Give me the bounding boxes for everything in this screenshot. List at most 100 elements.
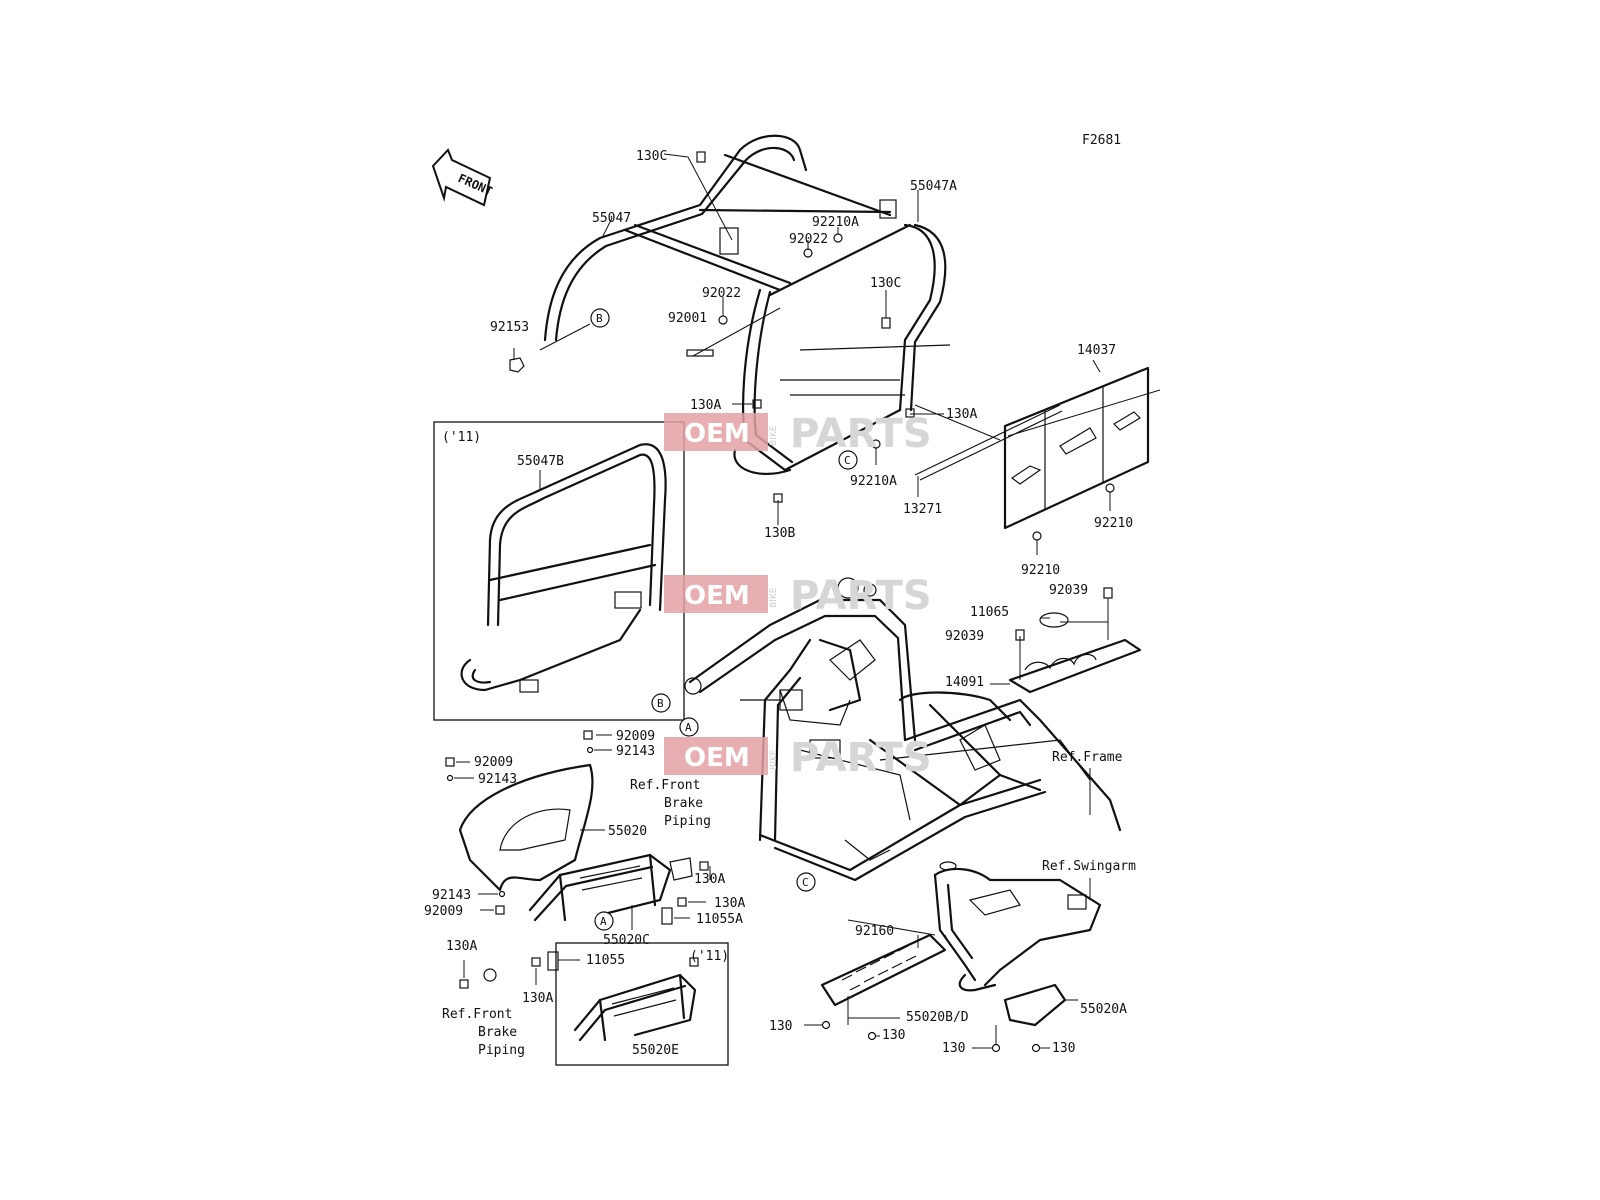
label-130b: 130B (764, 526, 795, 541)
svg-text:A: A (685, 721, 692, 734)
front-guard-variant (573, 957, 699, 1042)
svg-text:BIKE: BIKE (769, 749, 779, 770)
label-92022-b: 92022 (702, 286, 741, 301)
label-92153: 92153 (490, 320, 529, 335)
label-92022-a: 92022 (789, 232, 828, 247)
label-55020a: 55020A (1080, 1002, 1127, 1017)
svg-text:B: B (657, 697, 664, 710)
label-14037: 14037 (1077, 343, 1116, 358)
callout-c-frame: C (796, 872, 816, 892)
variant-box-1-label: ('11) (442, 430, 481, 445)
label-130c-mid: 130C (870, 276, 901, 291)
svg-text:C: C (844, 454, 851, 467)
fasteners-front (445, 730, 711, 989)
leader-lines-mid (732, 359, 1111, 555)
label-ref-front-brake-1-line1: Ref.Front (630, 778, 700, 793)
label-14091: 14091 (945, 675, 984, 690)
label-92143-a: 92143 (616, 744, 655, 759)
front-arrow-icon: FRONT (431, 148, 495, 207)
svg-text:OEM: OEM (684, 743, 750, 773)
rear-guard-variant (460, 443, 667, 693)
variant-box-55020e (555, 942, 729, 1066)
label-92039-a: 92039 (1049, 583, 1088, 598)
label-55020c: 55020C (603, 933, 650, 948)
label-55020bd: 55020B/D (906, 1010, 969, 1025)
svg-text:A: A (600, 915, 607, 928)
label-ref-front-brake-2-line2: Brake (478, 1025, 517, 1040)
cup-holder-tray (990, 598, 1142, 694)
label-55047a: 55047A (910, 179, 957, 194)
front-guard-55020 (458, 763, 605, 892)
fasteners-mid (752, 399, 1115, 541)
label-92143-c: 92143 (432, 888, 471, 903)
label-92039-b: 92039 (945, 629, 984, 644)
front-guard-55020c (528, 853, 672, 930)
label-ref-front-brake-2-line3: Piping (478, 1043, 525, 1058)
svg-text:OEM: OEM (684, 419, 750, 449)
label-92009-a: 92009 (616, 729, 655, 744)
label-130c-top: 130C (636, 149, 667, 164)
label-13271: 13271 (903, 502, 942, 517)
callout-c-top: C (838, 450, 858, 470)
variant-box-2-label: ('11) (690, 949, 729, 964)
svg-text:OEM: OEM (684, 581, 750, 611)
label-92009-b: 92009 (474, 755, 513, 770)
swingarm (933, 861, 1102, 992)
label-92160: 92160 (855, 924, 894, 939)
label-92210-b: 92210 (1021, 563, 1060, 578)
label-92001: 92001 (668, 311, 707, 326)
label-ref-front-brake-1-line2: Brake (664, 796, 703, 811)
label-92009-c: 92009 (424, 904, 463, 919)
label-130-3: 130 (942, 1041, 965, 1056)
fasteners-lower-right (804, 1020, 1050, 1053)
svg-text:PARTS: PARTS (790, 411, 932, 457)
watermark-3: OEM BIKE PARTS (664, 735, 932, 781)
label-ref-front-brake-2-line1: Ref.Front (442, 1007, 512, 1022)
callout-b-top: B (590, 308, 610, 328)
label-130a-2: 130A (946, 407, 977, 422)
label-92143-b: 92143 (478, 772, 517, 787)
label-130-2: 130 (882, 1028, 905, 1043)
svg-text:B: B (596, 312, 603, 325)
svg-text:BIKE: BIKE (769, 587, 779, 608)
label-130-4: 130 (1052, 1041, 1075, 1056)
svg-text:C: C (802, 876, 809, 889)
label-130a-1: 130A (690, 398, 721, 413)
callout-b-frame: B (651, 693, 671, 713)
mesh-panel (914, 366, 1161, 530)
label-130a-4: 130A (714, 896, 745, 911)
label-92210a-bot: 92210A (850, 474, 897, 489)
svg-text:PARTS: PARTS (790, 735, 932, 781)
skid-plate-55020a (1003, 983, 1078, 1027)
svg-text:BIKE: BIKE (769, 425, 779, 446)
label-130a-6: 130A (522, 991, 553, 1006)
variant-box-55047b (433, 421, 685, 721)
label-92210-a: 92210 (1094, 516, 1133, 531)
label-55020: 55020 (608, 824, 647, 839)
label-92210a-top: 92210A (812, 215, 859, 230)
label-55020e: 55020E (632, 1043, 679, 1058)
rear-guard-assembly (543, 134, 951, 475)
label-ref-front-brake-1-line3: Piping (664, 814, 711, 829)
label-130a-3: 130A (694, 872, 725, 887)
label-55047: 55047 (592, 211, 631, 226)
label-11065: 11065 (970, 605, 1009, 620)
watermark-1: OEM BIKE PARTS (664, 411, 932, 457)
label-130-1: 130 (769, 1019, 792, 1034)
label-55047b: 55047B (517, 454, 564, 469)
figure-code: F2681 (1082, 133, 1121, 148)
main-frame (684, 577, 1122, 882)
watermark-2: OEM BIKE PARTS (664, 573, 932, 619)
fasteners-top (509, 151, 891, 373)
skid-plate-55020bd (820, 919, 951, 1025)
svg-text:PARTS: PARTS (790, 573, 932, 619)
label-130a-5: 130A (446, 939, 477, 954)
label-ref-swingarm: Ref.Swingarm (1042, 859, 1136, 874)
fasteners-tray (1015, 587, 1113, 641)
label-11055: 11055 (586, 953, 625, 968)
label-ref-frame: Ref.Frame (1052, 750, 1123, 765)
label-11055a: 11055A (696, 912, 743, 927)
callout-a-frame: A (679, 717, 699, 737)
callout-a-front: A (594, 911, 614, 931)
